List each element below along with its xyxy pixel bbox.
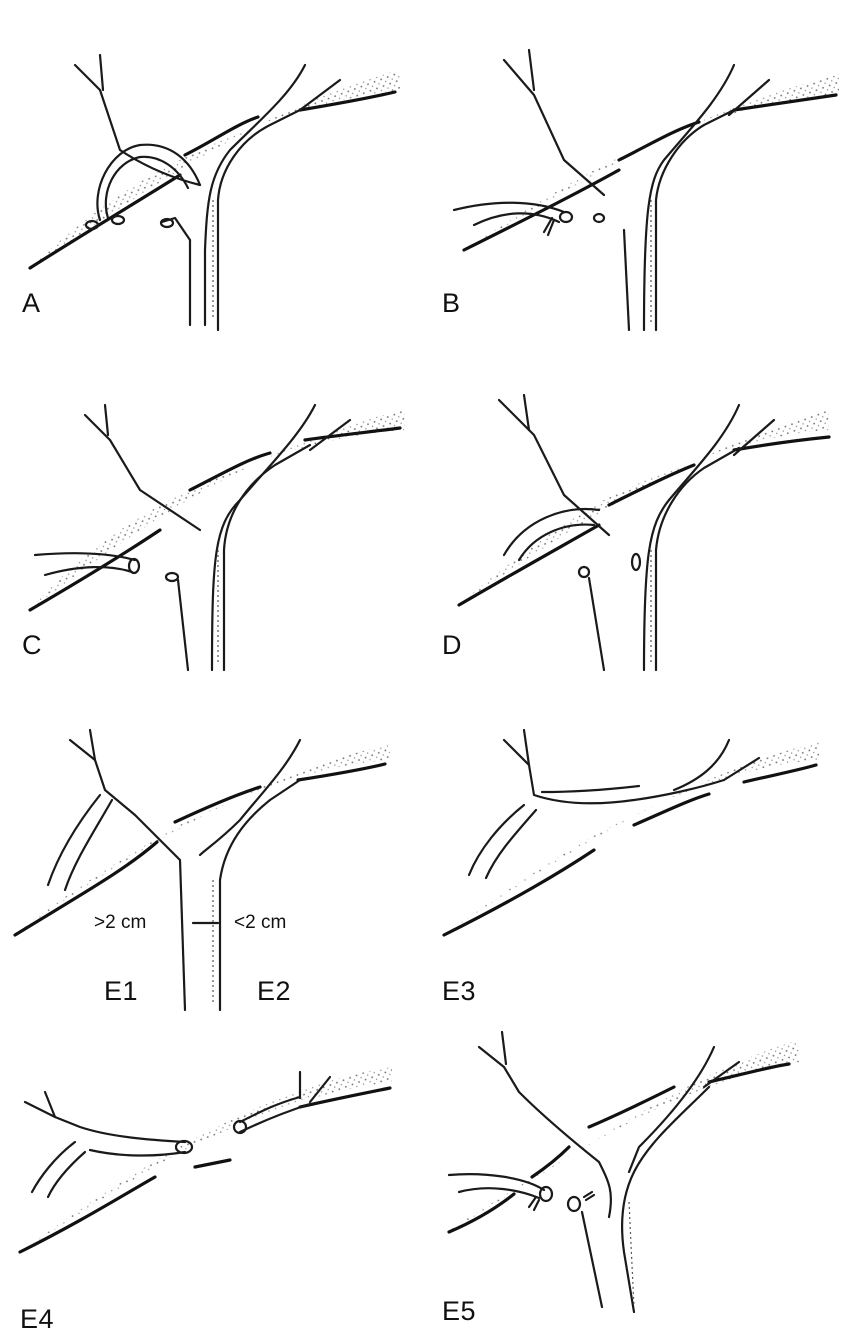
panel-a: A xyxy=(0,0,423,334)
panel-c-drawing xyxy=(28,403,405,672)
panel-e5: E5 xyxy=(424,1002,847,1336)
panel-label-e2: E2 xyxy=(257,976,292,1006)
panel-label: E4 xyxy=(20,1304,55,1334)
panel-e3: E3 xyxy=(424,680,847,1014)
panel-label: B xyxy=(442,288,461,318)
panel-c: C xyxy=(0,340,423,674)
panel-e4: E4 xyxy=(0,1002,423,1336)
panel-a-drawing xyxy=(28,53,400,332)
measurement-greater-2cm: >2 cm xyxy=(94,912,147,933)
panel-label: E3 xyxy=(442,976,477,1006)
panel-e5-drawing xyxy=(439,1030,799,1314)
panel-b-drawing xyxy=(452,48,839,332)
panel-e1-e2-drawing xyxy=(13,728,390,1012)
panel-label: C xyxy=(22,630,42,660)
panel-e3-drawing xyxy=(442,728,819,937)
panel-d: D xyxy=(424,340,847,674)
panel-label: E5 xyxy=(442,1296,477,1326)
panel-label: A xyxy=(22,288,41,318)
panel-e1-e2: >2 cm <2 cm E1 E2 xyxy=(0,680,423,1014)
measurement-less-2cm: <2 cm xyxy=(234,912,287,933)
panel-label: D xyxy=(442,630,462,660)
panel-d-drawing xyxy=(457,393,831,672)
panel-b: B xyxy=(424,0,847,334)
panel-e4-drawing xyxy=(18,1067,392,1254)
panel-label-e1: E1 xyxy=(104,976,139,1006)
